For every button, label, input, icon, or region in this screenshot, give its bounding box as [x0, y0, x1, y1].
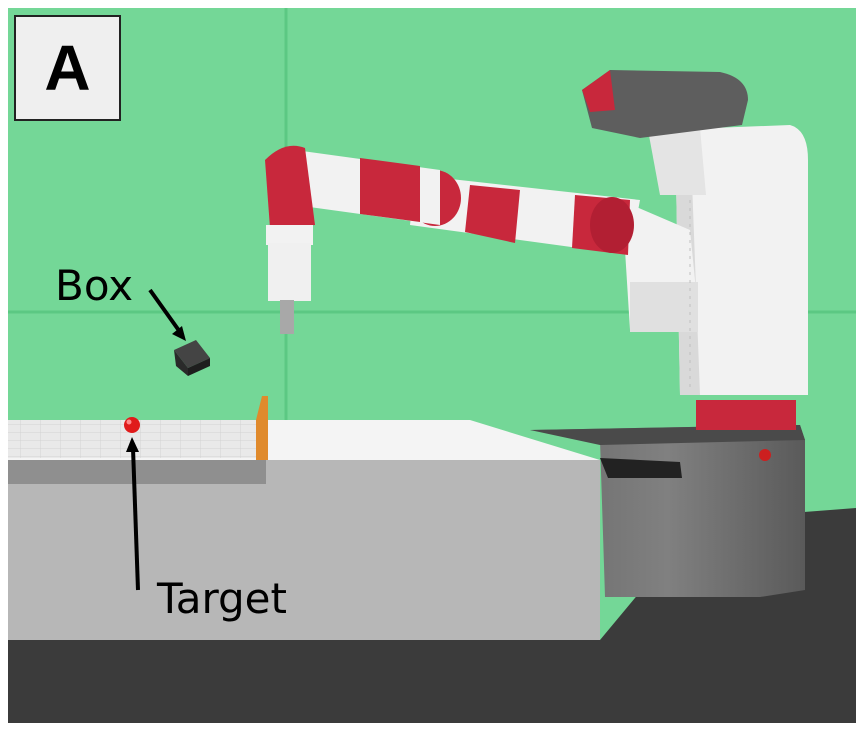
box-annotation-label: Box [55, 261, 134, 310]
target-marker-icon [124, 417, 140, 433]
table [8, 420, 600, 640]
robot-head [582, 70, 748, 138]
target-arrow [126, 437, 140, 591]
panel-label: A [14, 15, 121, 121]
barrier-block [256, 396, 268, 460]
robot-arm-icon [265, 145, 700, 334]
box-object-icon [174, 340, 210, 376]
box-arrow [148, 288, 186, 341]
target-annotation-label: Target [157, 574, 287, 623]
floor [8, 508, 856, 723]
